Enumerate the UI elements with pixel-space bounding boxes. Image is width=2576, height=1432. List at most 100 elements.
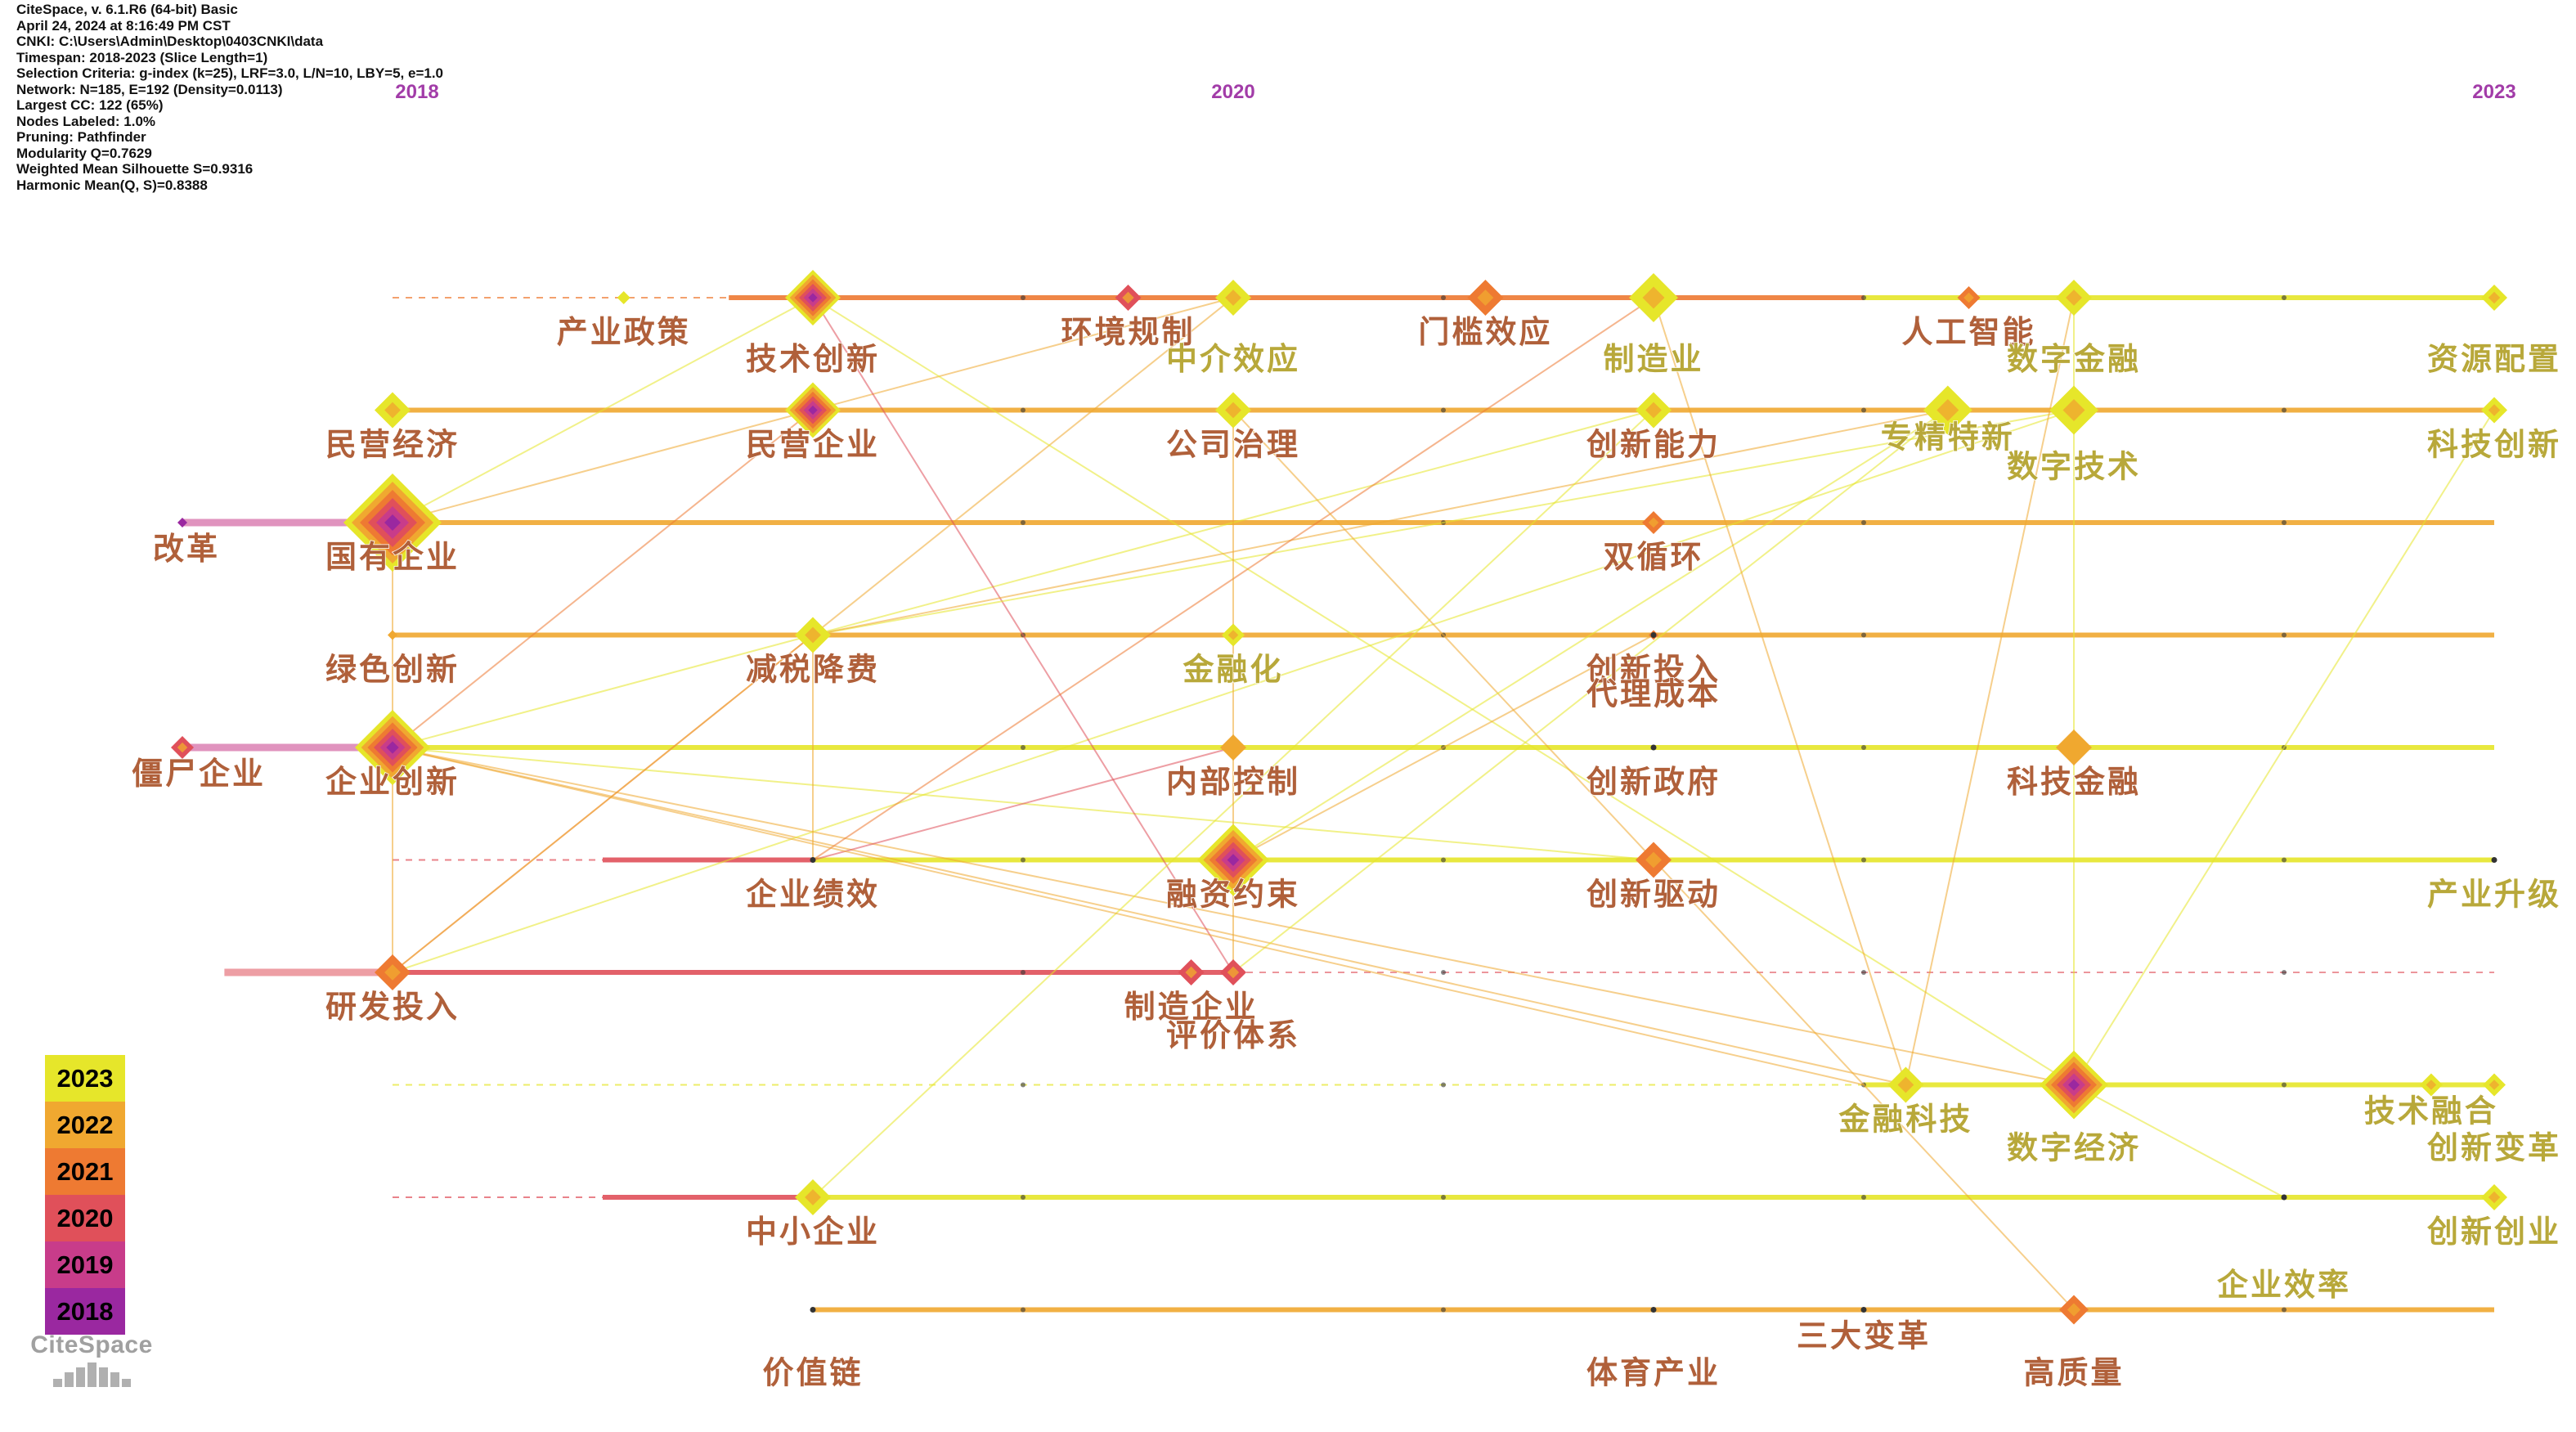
keyword-label: 中介效应: [1166, 340, 1300, 377]
keyword-label: 三大变革: [1797, 1318, 1931, 1354]
co-occurrence-link: [1232, 409, 1949, 973]
keyword-node-core: [1645, 851, 1662, 869]
timeline-tick-dot: [1861, 407, 1866, 413]
keyword-label: 国有企业: [325, 538, 460, 575]
keyword-node-core: [805, 626, 821, 644]
co-occurrence-link: [392, 747, 1906, 1086]
keyword-node-core: [2426, 1080, 2437, 1090]
info-line: CNKI: C:\Users\Admin\Desktop\0403CNKI\da…: [16, 34, 324, 49]
co-occurrence-link: [392, 409, 814, 748]
keyword-label: 创新变革: [2427, 1129, 2561, 1166]
keyword-label: 数字经济: [2007, 1129, 2141, 1166]
keyword-label: 技术融合: [2364, 1093, 2498, 1129]
keyword-label: 高质量: [2023, 1354, 2124, 1391]
keyword-label: 内部控制: [1166, 763, 1300, 800]
keyword-label: 数字技术: [2007, 448, 2141, 485]
keyword-node-ring: [808, 405, 818, 415]
keyword-label: 门槛效应: [1418, 313, 1552, 350]
keyword-node-dot: [2491, 857, 2497, 863]
year-label-2020: 2020: [1211, 81, 1254, 103]
keyword-node-core: [1227, 966, 1240, 979]
timeline-tick-dot: [1021, 745, 1025, 750]
keyword-node-core: [1225, 402, 1241, 419]
keyword-label: 民营企业: [746, 426, 880, 463]
keyword-label: 制造企业: [1124, 988, 1259, 1025]
keyword-node-dot: [810, 857, 816, 863]
info-line: Harmonic Mean(Q, S)=0.8388: [16, 177, 208, 193]
co-occurrence-link: [812, 409, 2075, 636]
timeline-tick-dot: [1021, 295, 1025, 300]
keyword-label: 绿色创新: [325, 651, 460, 688]
timeline-tick-dot: [1021, 1307, 1025, 1313]
keyword-node-core: [2488, 1191, 2501, 1204]
keyword-node-core: [2488, 1080, 2500, 1090]
keyword-node-core: [1185, 966, 1197, 979]
keyword-label: 创新驱动: [1586, 876, 1721, 913]
keyword-node-core: [1963, 292, 1974, 303]
keyword-node-core: [1642, 286, 1665, 309]
keyword-label: 创新政府: [1586, 763, 1721, 800]
keyword-node-core: [384, 402, 401, 419]
legend-swatch-2023: 2023: [45, 1055, 125, 1102]
keyword-label: 数字金融: [2007, 340, 2141, 377]
legend-swatch-2021: 2021: [45, 1148, 125, 1195]
co-occurrence-link: [2073, 1084, 2285, 1198]
co-occurrence-link: [812, 747, 1234, 861]
co-occurrence-link: [392, 409, 1654, 748]
timeline-tick-dot: [1861, 857, 1866, 863]
timeline-tick-dot: [2282, 1082, 2287, 1088]
keyword-label: 研发投入: [325, 988, 460, 1025]
keyword-node-core: [177, 742, 188, 753]
keyword-node-core: [1936, 399, 1959, 421]
keyword-label: 技术创新: [746, 340, 880, 377]
timeline-tick-dot: [2282, 407, 2287, 413]
co-occurrence-link: [2073, 409, 2495, 1086]
timeline-tick-dot: [1441, 407, 1446, 413]
keyword-label: 公司治理: [1166, 426, 1300, 463]
keyword-node-core: [1227, 741, 1240, 754]
keyword-node-core: [384, 964, 401, 981]
keyword-label: 减税降费: [746, 651, 880, 688]
timeline-tick-dot: [1861, 632, 1866, 638]
keyword-label: 制造业: [1603, 340, 1703, 377]
timeline-tick-dot: [2282, 632, 2287, 638]
year-color-legend: 2023 2022 2021 2020 2019 2018: [45, 1055, 125, 1335]
keyword-label: 价值链: [762, 1354, 863, 1391]
keyword-label: 改革: [153, 530, 220, 567]
keyword-node-core: [1645, 402, 1662, 419]
keyword-node-dot: [810, 1307, 816, 1313]
timeline-tick-dot: [1021, 1195, 1025, 1200]
co-occurrence-link: [1905, 297, 2075, 1085]
keyword-label: 双循环: [1603, 538, 1703, 575]
keyword-label: 代理成本: [1586, 676, 1721, 712]
timeline-tick-dot: [1861, 745, 1866, 750]
keyword-node-core: [1225, 290, 1241, 306]
timeline-tick-dot: [1441, 970, 1446, 975]
legend-swatch-2020: 2020: [45, 1195, 125, 1241]
keyword-label: 僵尸企业: [132, 755, 266, 792]
keyword-label: 专精特新: [1881, 419, 2015, 456]
timeline-tick-dot: [2282, 857, 2287, 863]
keyword-label: 产业升级: [2427, 876, 2561, 913]
timeline-tick-dot: [2282, 520, 2287, 525]
logo-bars-icon: [18, 1362, 165, 1387]
keyword-node-ring: [1227, 854, 1240, 866]
info-line: April 24, 2024 at 8:16:49 PM CST: [16, 17, 231, 34]
timeline-tick-dot: [1861, 295, 1866, 300]
timeline-tick-dot: [2282, 970, 2287, 975]
keyword-node-dot: [2281, 1194, 2287, 1201]
timeline-tick-dot: [1441, 295, 1446, 300]
info-line: Selection Criteria: g-index (k=25), LRF=…: [16, 65, 444, 81]
keyword-node: [617, 291, 631, 304]
keyword-label: 人工智能: [1901, 313, 2035, 350]
keyword-label: 企业效率: [2217, 1266, 2351, 1303]
year-label-2023: 2023: [2472, 81, 2515, 103]
keyword-node: [177, 518, 187, 527]
legend-swatch-2018: 2018: [45, 1288, 125, 1335]
keyword-node-ring: [386, 741, 399, 754]
keyword-node-core: [1477, 290, 1494, 306]
keyword-node-ring: [384, 514, 401, 531]
co-occurrence-link: [392, 747, 1865, 1086]
timeline-tick-dot: [1021, 407, 1025, 413]
